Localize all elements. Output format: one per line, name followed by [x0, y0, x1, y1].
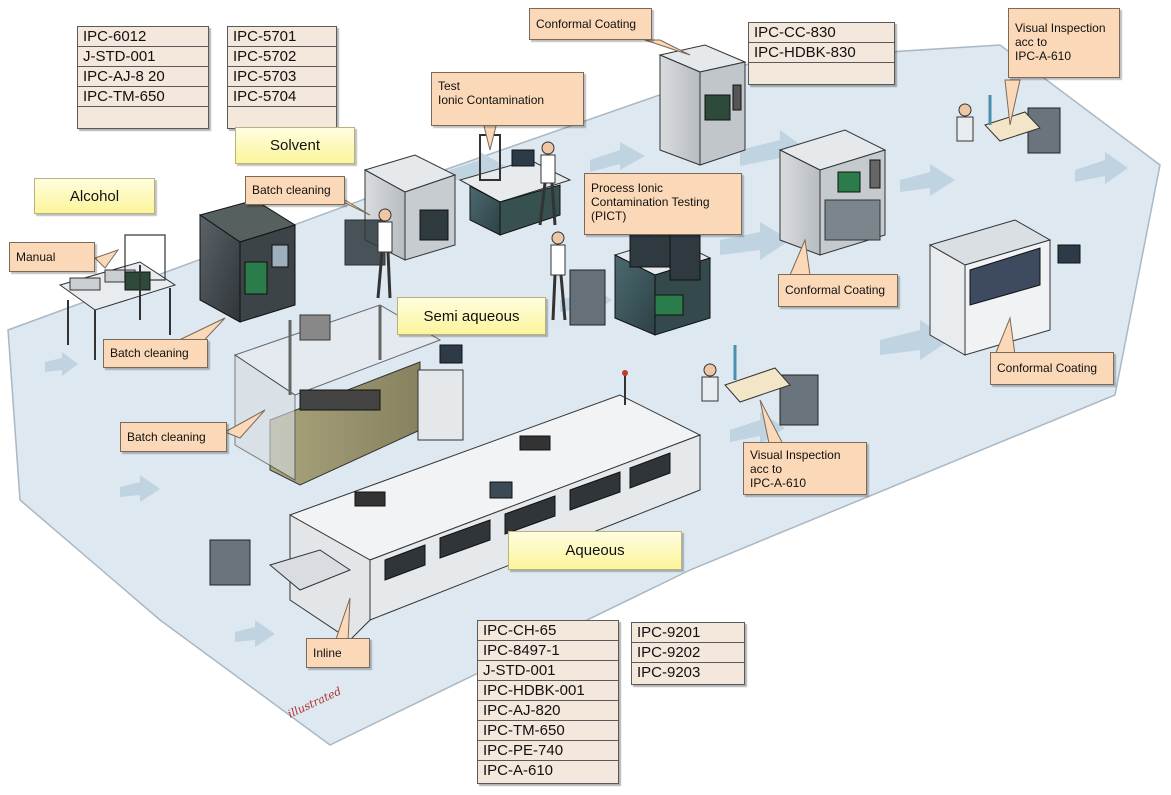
standard-item: J-STD-001 [478, 661, 618, 681]
conformal-coating-machine-2 [778, 129, 887, 256]
standard-item: J-STD-001 [78, 47, 208, 67]
standard-item [228, 107, 336, 126]
standard-item: IPC-AJ-8 20 [78, 67, 208, 87]
standard-item: IPC-CH-65 [478, 621, 618, 641]
callout-conformal-coating-2: Conformal Coating [778, 274, 898, 307]
standard-item: IPC-9202 [632, 643, 744, 663]
standard-item: IPC-6012 [78, 27, 208, 47]
batch-cleaning-cabinet [198, 199, 297, 323]
callout-batch-cleaning-1: Batch cleaning [103, 339, 208, 368]
standard-item: IPC-CC-830 [749, 23, 894, 43]
callout-visual-inspection-2: Visual Inspection acc to IPC-A-610 [743, 442, 867, 495]
callout-conformal-coating-3: Conformal Coating [990, 352, 1114, 385]
standard-item: IPC-TM-650 [78, 87, 208, 107]
callout-inline: Inline [306, 638, 370, 668]
callout-test-ionic-contamination: Test Ionic Contamination [431, 72, 584, 126]
standard-item: IPC-HDBK-830 [749, 43, 894, 63]
standard-item: IPC-5704 [228, 87, 336, 107]
callout-conformal-coating-1: Conformal Coating [529, 8, 652, 40]
aqueous-inline-cleaner [268, 370, 702, 641]
standard-item: IPC-5702 [228, 47, 336, 67]
standards-box-general: IPC-6012 J-STD-001 IPC-AJ-8 20 IPC-TM-65… [77, 26, 209, 129]
standards-box-pict: IPC-9201 IPC-9202 IPC-9203 [631, 622, 745, 685]
standard-item: IPC-5703 [228, 67, 336, 87]
manual-sink-station [58, 234, 177, 360]
conformal-coating-machine-1 [658, 44, 747, 166]
standard-item: IPC-HDBK-001 [478, 681, 618, 701]
standard-item: IPC-PE-740 [478, 741, 618, 761]
visual-inspection-station-1 [701, 345, 791, 403]
standard-item: IPC-TM-650 [478, 721, 618, 741]
standard-item: IPC-5701 [228, 27, 336, 47]
label-aqueous: Aqueous [508, 531, 682, 570]
standard-item: IPC-A-610 [483, 762, 554, 779]
standard-item: IPC-AJ-820 [478, 701, 618, 721]
standard-item [78, 107, 208, 126]
standards-box-solvent: IPC-5701 IPC-5702 IPC-5703 IPC-5704 [227, 26, 337, 129]
ionic-test-station [458, 134, 572, 236]
label-alcohol: Alcohol [34, 178, 155, 214]
callout-batch-cleaning-3: Batch cleaning [245, 176, 345, 205]
callout-manual: Manual [9, 242, 95, 272]
semi-aqueous-batch-machine [233, 304, 464, 486]
label-solvent: Solvent [235, 127, 355, 164]
callout-visual-inspection-1: Visual Inspection acc to IPC-A-610 [1008, 8, 1120, 78]
callout-pict: Process Ionic Contamination Testing (PIC… [584, 173, 742, 235]
standards-box-coating: IPC-CC-830 IPC-HDBK-830 [748, 22, 895, 85]
callout-batch-cleaning-2: Batch cleaning [120, 422, 227, 452]
label-semi-aqueous: Semi aqueous [397, 297, 546, 335]
batch-cleaning-station-2 [344, 154, 457, 299]
standard-item: IPC-9203 [637, 664, 701, 681]
standard-item [749, 63, 894, 82]
standard-item: IPC-9201 [632, 623, 744, 643]
standard-item: IPC-8497-1 [478, 641, 618, 661]
standards-box-aqueous: IPC-CH-65 IPC-8497-1 J-STD-001 IPC-HDBK-… [477, 620, 619, 784]
conformal-coating-machine-3 [928, 219, 1081, 356]
